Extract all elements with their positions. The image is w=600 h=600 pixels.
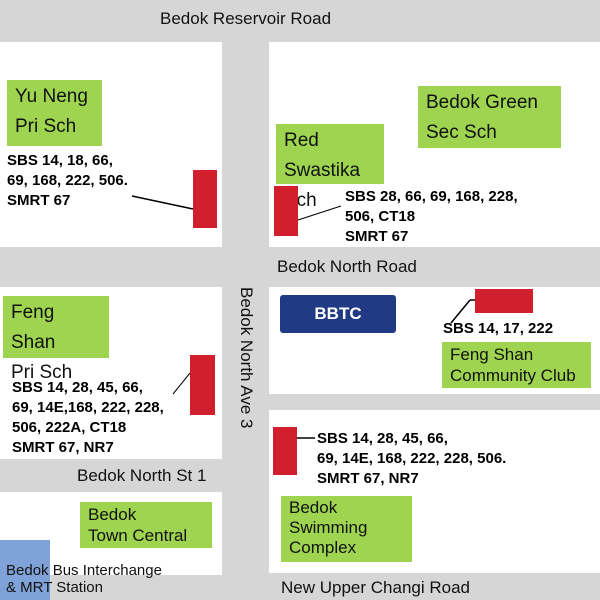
place-bedok-swimming-complex: Bedok Swimming Complex <box>281 496 412 562</box>
place-yu-neng-pri-sch: Yu Neng Pri Sch <box>7 80 102 146</box>
leader-line-east <box>450 299 471 324</box>
bus-stop-southeast <box>273 427 297 475</box>
bus-services-northeast: SBS 28, 66, 69, 168, 228, 506, CT18 SMRT… <box>345 188 518 245</box>
bbtc-label: BBTC <box>280 295 396 333</box>
road-label-new-upper-changi: New Upper Changi Road <box>281 578 470 597</box>
road-label-bedok-reservoir: Bedok Reservoir Road <box>160 9 332 28</box>
leader-line-northeast <box>297 205 342 221</box>
bus-stop-northwest <box>193 170 217 228</box>
place-feng-shan-cc: Feng Shan Community Club <box>442 342 591 388</box>
bus-services-northwest: SBS 14, 18, 66, 69, 168, 222, 506. SMRT … <box>7 152 128 209</box>
bus-interchange-marker <box>0 540 50 600</box>
leader-line-northwest <box>131 195 194 210</box>
place-bedok-green-sec-sch: Bedok Green Sec Sch <box>418 86 561 148</box>
bus-services-southwest: SBS 14, 28, 45, 66, 69, 14E,168, 222, 22… <box>12 379 164 456</box>
bus-services-southeast: SBS 14, 28, 45, 66, 69, 14E, 168, 222, 2… <box>317 430 507 487</box>
bus-stop-east <box>475 289 533 313</box>
road-label-bedok-north-road: Bedok North Road <box>277 257 417 276</box>
bus-services-east: SBS 14, 17, 222 <box>443 320 554 337</box>
place-feng-shan-pri-sch: Feng Shan Pri Sch <box>3 296 109 383</box>
place-bedok-town-central: Bedok Town Central <box>80 502 212 548</box>
bus-stop-southwest <box>190 355 215 415</box>
leader-line-southwest <box>172 372 191 395</box>
bus-stop-northeast <box>274 186 298 236</box>
road-label-bedok-north-st-1: Bedok North St 1 <box>77 466 207 485</box>
bus-interchange-label: Bedok Bus Interchange & MRT Station <box>6 562 162 596</box>
